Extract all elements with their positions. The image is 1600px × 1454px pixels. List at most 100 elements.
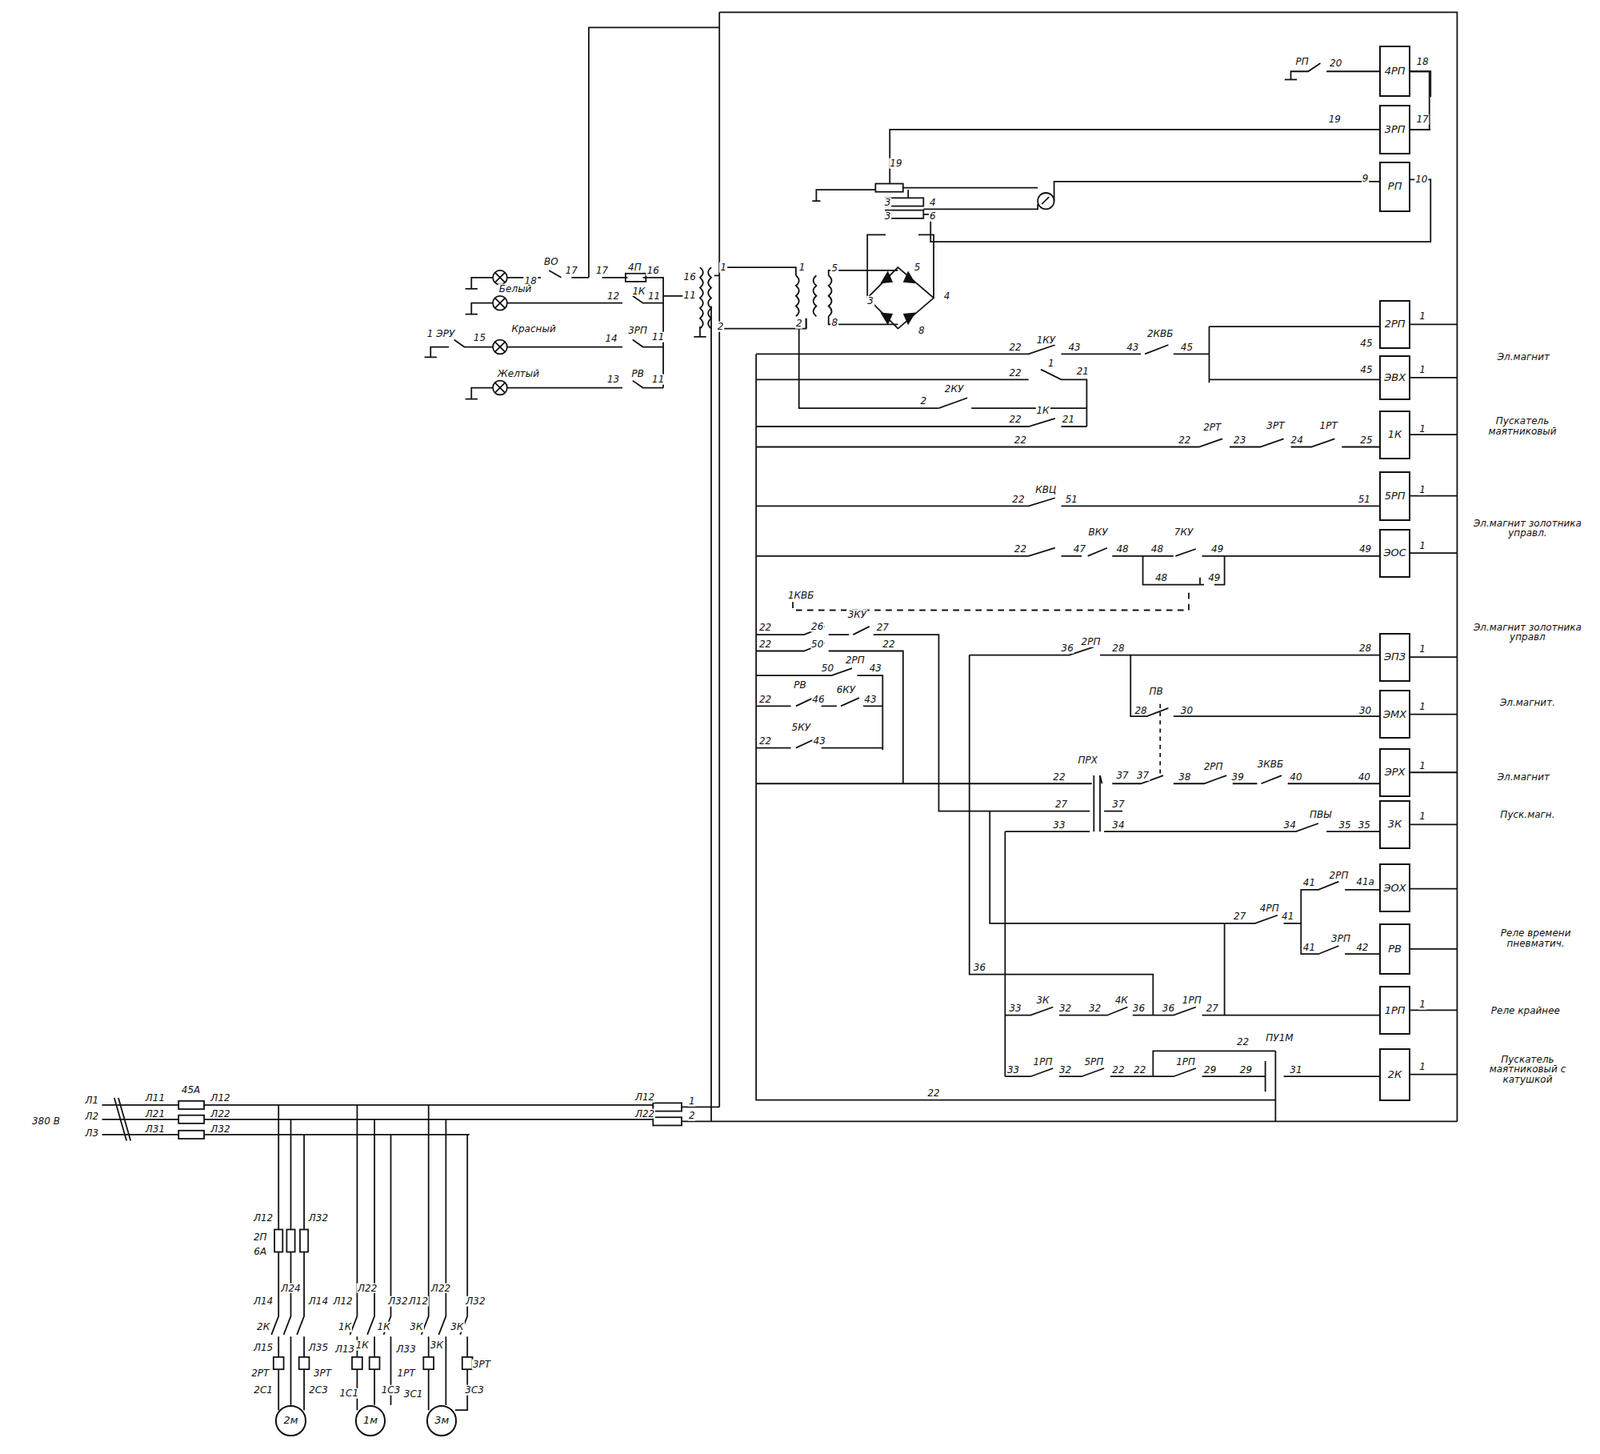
wire-label: 24 <box>1290 434 1304 445</box>
wire-label: 3РТ <box>1265 420 1285 432</box>
coil-box: ЭПЗ <box>1379 632 1410 682</box>
wire-line <box>367 1119 375 1357</box>
wire-label: 11 <box>683 289 697 300</box>
wire-label: 49 <box>1207 572 1221 584</box>
wire-label: Л31 <box>144 1123 166 1134</box>
wire-line <box>828 275 832 316</box>
wire-line <box>1300 923 1380 954</box>
wire-line <box>421 1104 429 1357</box>
wire-label: 1РТ <box>1319 420 1339 432</box>
wire-label: 37 <box>1111 799 1125 810</box>
wire-line <box>813 275 817 316</box>
note-text: Эл.магнит. <box>1466 696 1588 708</box>
wire-label: 51 <box>1357 493 1372 504</box>
wire-label: 2 <box>716 321 725 332</box>
wire-label: 1 <box>1418 423 1427 434</box>
coil-name: ЭОС <box>1383 547 1406 559</box>
wire-label: Л15 <box>252 1341 274 1352</box>
wire-label: 25 <box>1359 434 1373 445</box>
wire-label: 17 <box>595 265 609 276</box>
coil-name: 2К <box>1388 1068 1403 1080</box>
wire-label: 3С3 <box>464 1384 485 1396</box>
wire-label: 2РП <box>1080 636 1102 648</box>
wire-label: 6А <box>252 1245 268 1256</box>
wire-label: 23 <box>1232 434 1247 445</box>
wire-line <box>1093 775 1100 832</box>
coil-name: РВ <box>1388 943 1402 955</box>
wire-line <box>652 1102 682 1111</box>
wire-line <box>178 1100 204 1109</box>
wire-label: 15 <box>472 332 487 344</box>
wire-label: 2С1 <box>252 1384 274 1396</box>
wire-label: 50 <box>810 639 824 650</box>
wire-label: 41а <box>1355 876 1376 888</box>
wire-line <box>299 1356 310 1369</box>
wire-label: 47 <box>1072 544 1087 555</box>
wire-label: 22 <box>1013 434 1028 445</box>
wire-label: 2 <box>920 396 928 407</box>
coil-box: ЭОХ <box>1379 863 1410 912</box>
wire-label: 5РП <box>1083 1056 1104 1067</box>
coil-name: 3К <box>1388 818 1403 830</box>
wire-line <box>369 1356 380 1369</box>
wire-line <box>756 642 904 784</box>
wire-label: 3 <box>866 296 875 307</box>
wire-label: 43 <box>812 736 827 747</box>
wire-label: 3РП <box>1330 933 1352 944</box>
wire-label: 10 <box>1414 174 1428 185</box>
coil-box: 5РП <box>1379 471 1410 520</box>
wire-label: Л2 <box>84 1111 100 1122</box>
wire-line <box>465 277 493 289</box>
wire-label: КВЦ <box>1034 484 1057 496</box>
wire-label: 48 <box>1115 544 1129 555</box>
wire-label: 35 <box>1337 819 1352 830</box>
wire-line <box>756 418 1087 427</box>
wire-label: 1К <box>337 1321 352 1332</box>
wire-label: ПВ <box>1148 685 1164 696</box>
wire-label: 30 <box>1180 704 1194 716</box>
wire-label: 43 <box>863 693 877 704</box>
wire-label: Л32 <box>308 1212 329 1223</box>
wire-label: 22 <box>758 639 772 650</box>
motor-name: 1м <box>363 1414 378 1426</box>
wire-label: 3РТ <box>312 1367 332 1378</box>
wire-line <box>1130 655 1380 717</box>
wire-line <box>102 1104 720 1108</box>
coil-name: ЭВХ <box>1384 372 1406 384</box>
wire-label: 1С1 <box>338 1388 360 1399</box>
wire-label: 1 <box>1418 311 1427 322</box>
coil-box: ЭМХ <box>1379 689 1410 739</box>
wire-line <box>792 589 1189 611</box>
wire-label: 1 <box>798 262 807 273</box>
wire-label: 2КВБ <box>1146 328 1175 340</box>
wire-label: 1К <box>376 1321 392 1332</box>
wire-label: Л32 <box>464 1296 486 1307</box>
wire-line <box>352 1356 363 1369</box>
wire-label: 3К <box>449 1321 464 1332</box>
wire-label: 22 <box>881 639 896 650</box>
wire-line <box>625 273 647 282</box>
wire-label: 5 <box>831 263 840 274</box>
coil-name: 2РП <box>1384 318 1406 330</box>
wire-line <box>178 1115 204 1124</box>
coil-box: 3РП <box>1379 104 1410 154</box>
coil-name: ЭОХ <box>1384 882 1407 894</box>
wire-line <box>756 668 883 750</box>
wire-label: ПРХ <box>1076 755 1098 766</box>
wire-label: 2РП <box>1328 870 1350 881</box>
wire-label: 2РП <box>844 655 866 666</box>
wire-label: Л35 <box>308 1341 329 1352</box>
note-text: Пуск.магн. <box>1466 809 1588 820</box>
wire-label: 35 <box>1357 819 1372 830</box>
wire-label: 22 <box>758 622 772 633</box>
wire-label: 1КВБ <box>787 589 816 600</box>
wire-label: 7КУ <box>1173 526 1194 537</box>
wire-line <box>178 1130 204 1139</box>
wire-line <box>1041 196 1049 204</box>
wire-label: 19 <box>888 158 903 169</box>
wire-label: 48 <box>1150 544 1164 555</box>
wire-label: РВ <box>792 680 807 691</box>
wire-label: Эл.магнит <box>1496 352 1551 363</box>
wire-label: 1 <box>1418 1061 1427 1072</box>
coil-box: ЭРХ <box>1379 748 1410 797</box>
